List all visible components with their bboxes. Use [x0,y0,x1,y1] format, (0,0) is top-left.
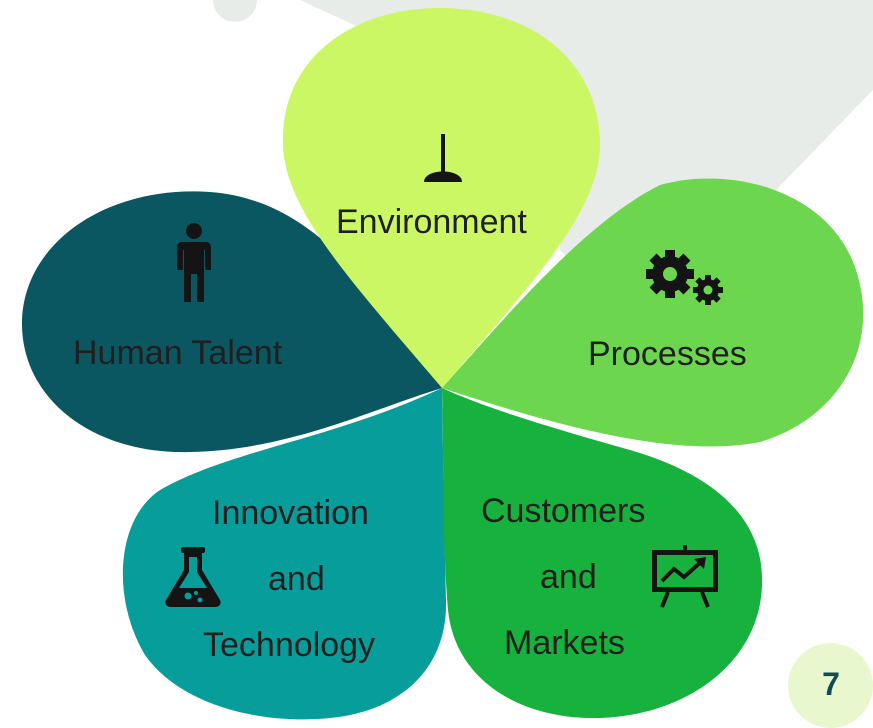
page-number-badge [788,643,873,728]
customers-label-line3: Markets [504,624,625,662]
innovation-label-line3: Technology [203,626,376,664]
customers-label-line1: Customers [481,492,646,530]
petal-environment [282,8,600,388]
petal-processes [442,178,864,447]
plant-sprout-icon [424,134,462,182]
processes-label: Processes [588,335,747,373]
person-icon [177,223,211,302]
human-talent-label: Human Talent [73,334,283,372]
flask-icon [165,547,221,607]
background-dot [213,0,257,22]
innovation-label-line2: and [268,560,325,598]
innovation-label-line1: Innovation [212,494,369,532]
gears-icon [646,250,723,305]
page-number: 7 [822,666,840,702]
presentation-chart-icon [652,545,718,608]
environment-label: Environment [336,203,527,241]
petal-innovation-technology [122,388,447,720]
background-dot [603,163,647,207]
customers-label-line2: and [540,558,597,596]
petal-customers-markets [442,388,763,719]
